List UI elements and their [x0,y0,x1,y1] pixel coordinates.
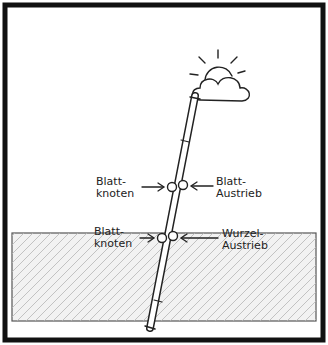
part-label: Blatt- knoten [94,226,132,250]
hatch-line [305,233,316,321]
hatch-line [12,233,96,321]
sun-cloud [190,50,249,101]
hatch-line [278,233,316,321]
hatch-line [134,233,222,321]
hatch-line [12,233,24,321]
part-label: Blatt- knoten [96,176,134,200]
hatch-line [287,233,316,321]
hatch-line [260,233,316,321]
hatch-line [17,233,105,321]
stem-cutting [145,96,200,329]
hatch-line [12,233,51,321]
part-label: Wurzel- Austrieb [222,228,268,252]
hatch-line [296,233,316,321]
part-label: Blatt- Austrieb [216,176,262,200]
frame [5,5,323,340]
hatch-line [12,233,78,321]
leader-arrows [140,182,218,242]
hatch-line [314,233,316,321]
hatch-line [12,233,60,321]
